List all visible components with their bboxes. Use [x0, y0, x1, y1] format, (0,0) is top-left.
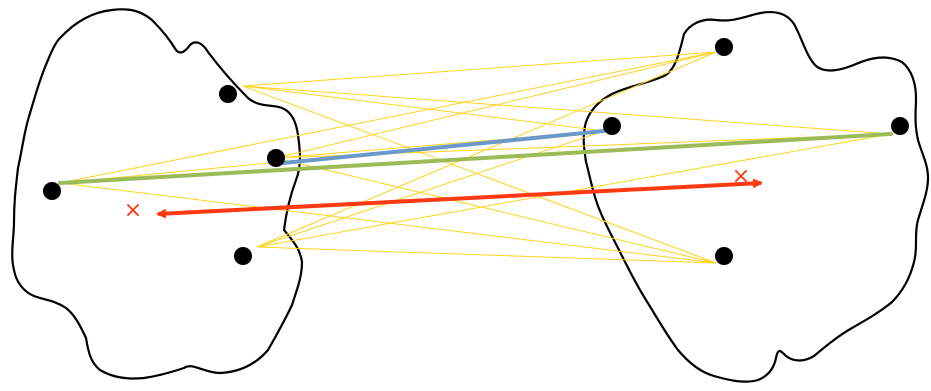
point-p1 — [219, 85, 237, 103]
cross-marker-left: × — [124, 198, 142, 223]
point-p2 — [43, 182, 61, 200]
pairwise-edge-p1-q1 — [242, 51, 717, 87]
point-q2 — [603, 117, 621, 135]
pairwise-edge-p1-q3 — [242, 85, 892, 135]
pairwise-edge-p1-q4 — [242, 85, 717, 264]
point-p3 — [267, 149, 285, 167]
point-q3 — [891, 117, 909, 135]
left-cluster-outline — [11, 8, 304, 380]
long-diameter-edge — [58, 132, 893, 185]
right-cluster-outline — [582, 11, 930, 383]
pairwise-edge-p4-q4 — [256, 246, 717, 264]
cluster-points — [43, 38, 909, 265]
short-diameter-edge — [281, 129, 606, 165]
highlighted-edges — [58, 129, 893, 185]
point-p4 — [234, 247, 252, 265]
pairwise-edge-p2-q1 — [59, 51, 717, 184]
pairwise-edge-p1-q2 — [242, 85, 605, 132]
offset-arrow — [156, 178, 763, 219]
point-q1 — [715, 38, 733, 56]
point-q4 — [715, 247, 733, 265]
pairwise-edge-p3-q1 — [275, 51, 717, 159]
cross-marker-right: × — [732, 164, 750, 189]
pairwise-edge-p2-q4 — [59, 182, 717, 264]
